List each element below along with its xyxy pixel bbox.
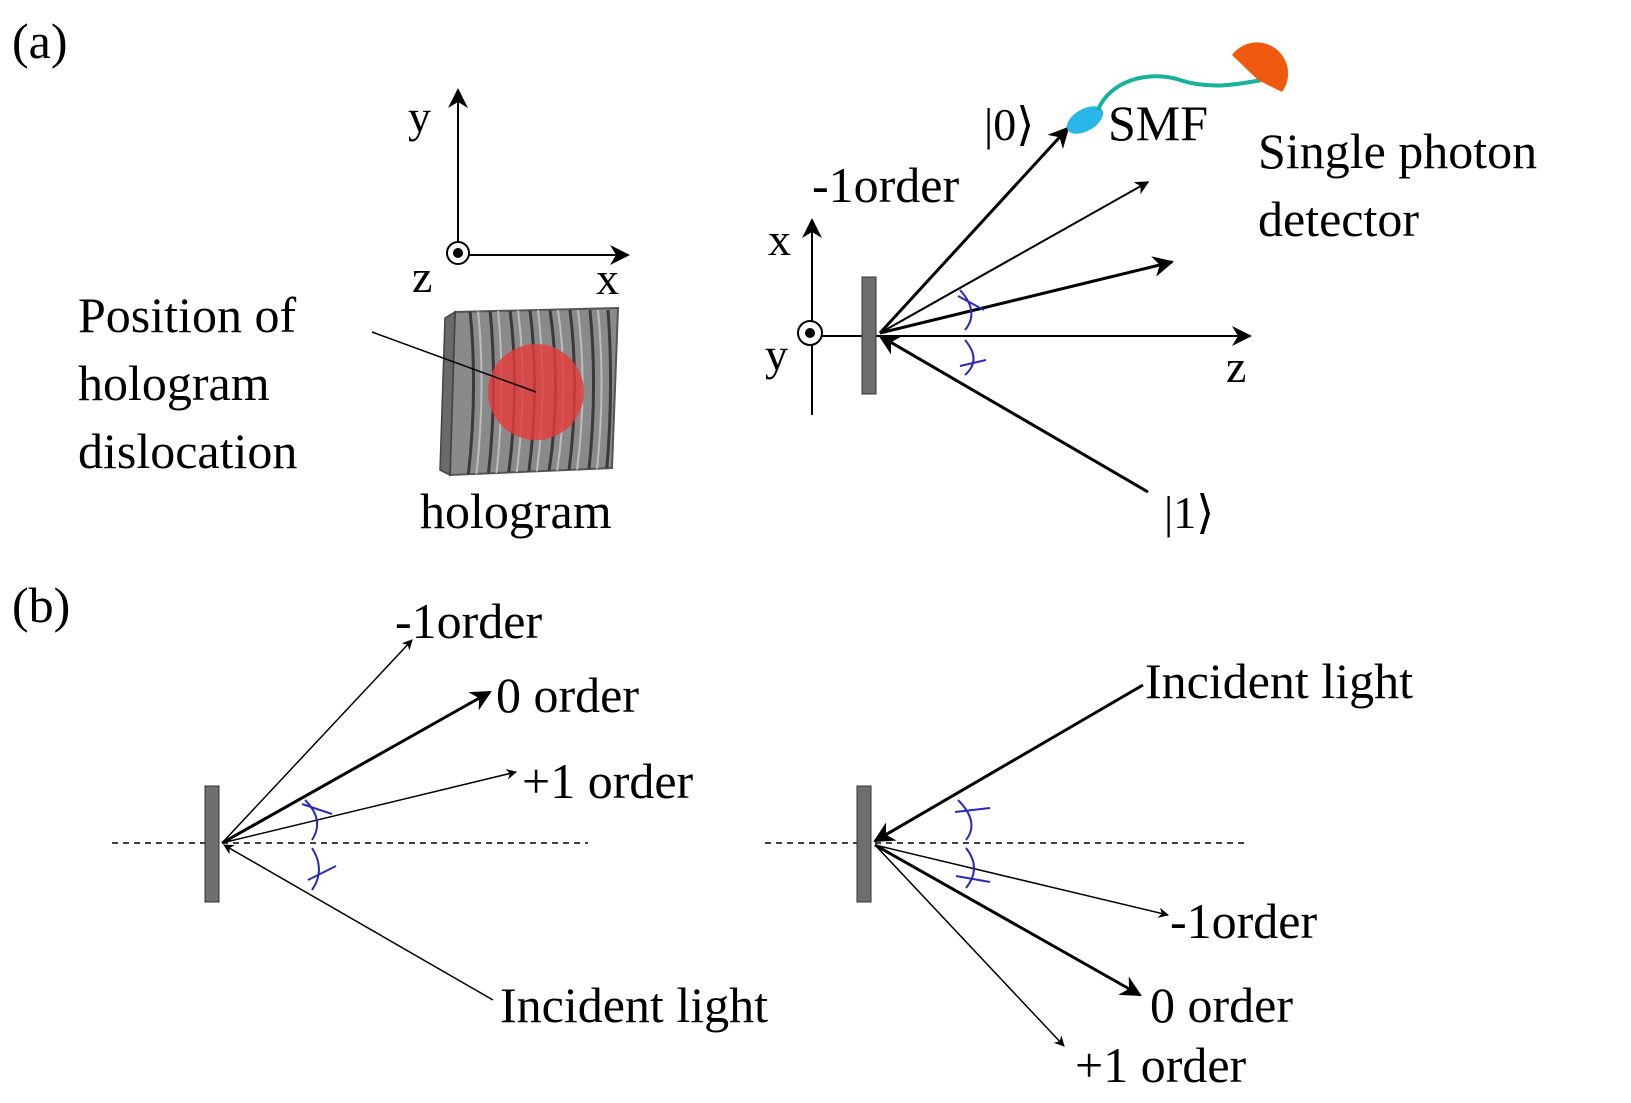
fiber-coupler (1066, 106, 1104, 134)
left-minus-one-order-label: -1order (395, 593, 542, 649)
left-plus-one-order-beam (221, 769, 518, 844)
svg-text:detector: detector (1258, 191, 1419, 247)
left-grating (204, 785, 220, 903)
minus-one-order-beam (878, 126, 1070, 335)
left-minus-one-order-beam (221, 639, 413, 844)
hologram-label: hologram (420, 483, 612, 539)
zero-order-beam (879, 181, 1150, 334)
setup-minus-one-order-label: -1order (812, 157, 959, 213)
panel-b-right: Incident light -1order 0 order +1 order (765, 653, 1413, 1093)
right-minus-one-order-beam (874, 844, 1170, 918)
hologram-z-label: z (412, 251, 432, 302)
right-plus-one-order-beam (874, 844, 1065, 1047)
svg-text:Single photon: Single photon (1258, 123, 1537, 179)
left-angle-marks (301, 799, 337, 891)
left-zero-order-label: 0 order (496, 667, 639, 723)
hologram-z-axis-dot (453, 248, 463, 258)
svg-text:hologram: hologram (78, 355, 270, 411)
setup-y-label: y (765, 329, 788, 380)
panel-b-label: (b) (12, 577, 70, 633)
panel-a-label: (a) (12, 13, 68, 69)
plus-one-order-beam (879, 256, 1175, 335)
single-mode-fiber (1096, 74, 1263, 111)
left-zero-order-beam (221, 690, 492, 845)
right-zero-order-beam (874, 843, 1142, 997)
hologram-axes: y x z (408, 88, 630, 304)
left-incident-beam (223, 844, 494, 1001)
right-incident-light-label: Incident light (1145, 653, 1413, 709)
ket-zero: |0⟩ (984, 99, 1034, 150)
hologram-x-label: x (596, 253, 619, 304)
right-minus-one-order-label: -1order (1170, 893, 1317, 949)
dislocation-label: Position of hologram dislocation (78, 287, 297, 479)
smf-label: SMF (1108, 95, 1208, 151)
incident-beam-one (878, 334, 1149, 494)
setup-x-label: x (768, 214, 791, 265)
dislocation-pointer (371, 331, 537, 393)
right-zero-order-label: 0 order (1150, 977, 1293, 1033)
right-angle-marks (954, 799, 991, 889)
hologram-grating (439, 306, 620, 477)
setup-angle-marks (957, 289, 987, 376)
ket-one: |1⟩ (1164, 487, 1214, 538)
setup-beams (878, 126, 1175, 494)
setup-axes: x y z (765, 214, 1252, 415)
single-photon-detector (1232, 42, 1289, 92)
right-grating (856, 785, 872, 903)
left-incident-light-label: Incident light (500, 977, 768, 1033)
panel-b-left: -1order 0 order +1 order Incident light (112, 593, 768, 1033)
detector-label: Single photon detector (1258, 123, 1537, 247)
hologram-y-label: y (408, 91, 431, 142)
right-incident-beam (873, 683, 1144, 843)
svg-text:Position of: Position of (78, 287, 296, 343)
svg-text:dislocation: dislocation (78, 423, 297, 479)
right-plus-one-order-label: +1 order (1075, 1037, 1247, 1093)
left-plus-one-order-label: +1 order (522, 753, 694, 809)
setup-grating (861, 276, 877, 395)
setup-y-axis-dot (805, 328, 815, 338)
setup-z-label: z (1226, 341, 1246, 392)
